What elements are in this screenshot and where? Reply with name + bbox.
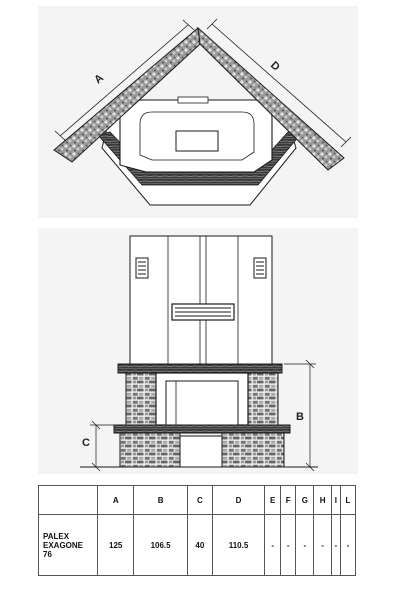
model-column-header: [38, 485, 98, 515]
value-cell-l: -: [340, 514, 356, 576]
value-cell-i: -: [330, 514, 342, 576]
base-opening: [179, 435, 223, 468]
table-header-row: A B C D E F G H I L: [38, 485, 356, 515]
value-cell-e: -: [264, 514, 282, 576]
dimension-label-c: C: [82, 437, 90, 449]
column-header-l: L: [340, 485, 356, 515]
stone-base-right: [221, 432, 285, 468]
value-cell-a: 125: [96, 514, 135, 576]
elevation-view: B C: [80, 235, 318, 472]
value-cell-b: 106.5: [133, 514, 188, 576]
column-header-d: D: [211, 485, 266, 515]
firebox-opening: [165, 380, 239, 426]
column-header-g: G: [295, 485, 315, 515]
value-cell-c: 40: [186, 514, 213, 576]
mantel-shelf: [117, 363, 283, 374]
plan-view: A D: [53, 18, 352, 206]
column-header-a: A: [96, 485, 135, 515]
column-header-i: I: [330, 485, 342, 515]
column-header-h: H: [313, 485, 332, 515]
column-header-c: C: [186, 485, 213, 515]
stone-pillar-right-upper: [247, 372, 279, 426]
hood-inner-outline: [139, 111, 255, 161]
model-name-cell: PALEX EXAGONE 76: [38, 514, 98, 576]
hearth-slab: [113, 424, 291, 434]
flue-rectangle: [175, 130, 219, 152]
value-cell-g: -: [295, 514, 315, 576]
value-cell-d: 110.5: [211, 514, 266, 576]
vent-grille-left: [135, 257, 149, 279]
stone-pillar-left-upper: [125, 372, 157, 426]
hood-panel: [129, 235, 273, 365]
column-header-e: E: [264, 485, 282, 515]
value-cell-h: -: [313, 514, 332, 576]
stone-wall-right: [197, 26, 345, 171]
value-cell-f: -: [280, 514, 297, 576]
vent-grille-right: [253, 257, 267, 279]
column-header-b: B: [133, 485, 188, 515]
dimension-label-b: B: [296, 411, 304, 423]
vent-grille-center: [171, 303, 235, 321]
dimensions-table: A B C D E F G H I L PALEX EXAGONE 76 125…: [38, 485, 356, 576]
stone-base-left: [119, 432, 181, 468]
table-row: PALEX EXAGONE 76 125 106.5 40 110.5 - - …: [38, 514, 356, 576]
column-header-f: F: [280, 485, 297, 515]
top-tab: [177, 96, 209, 104]
